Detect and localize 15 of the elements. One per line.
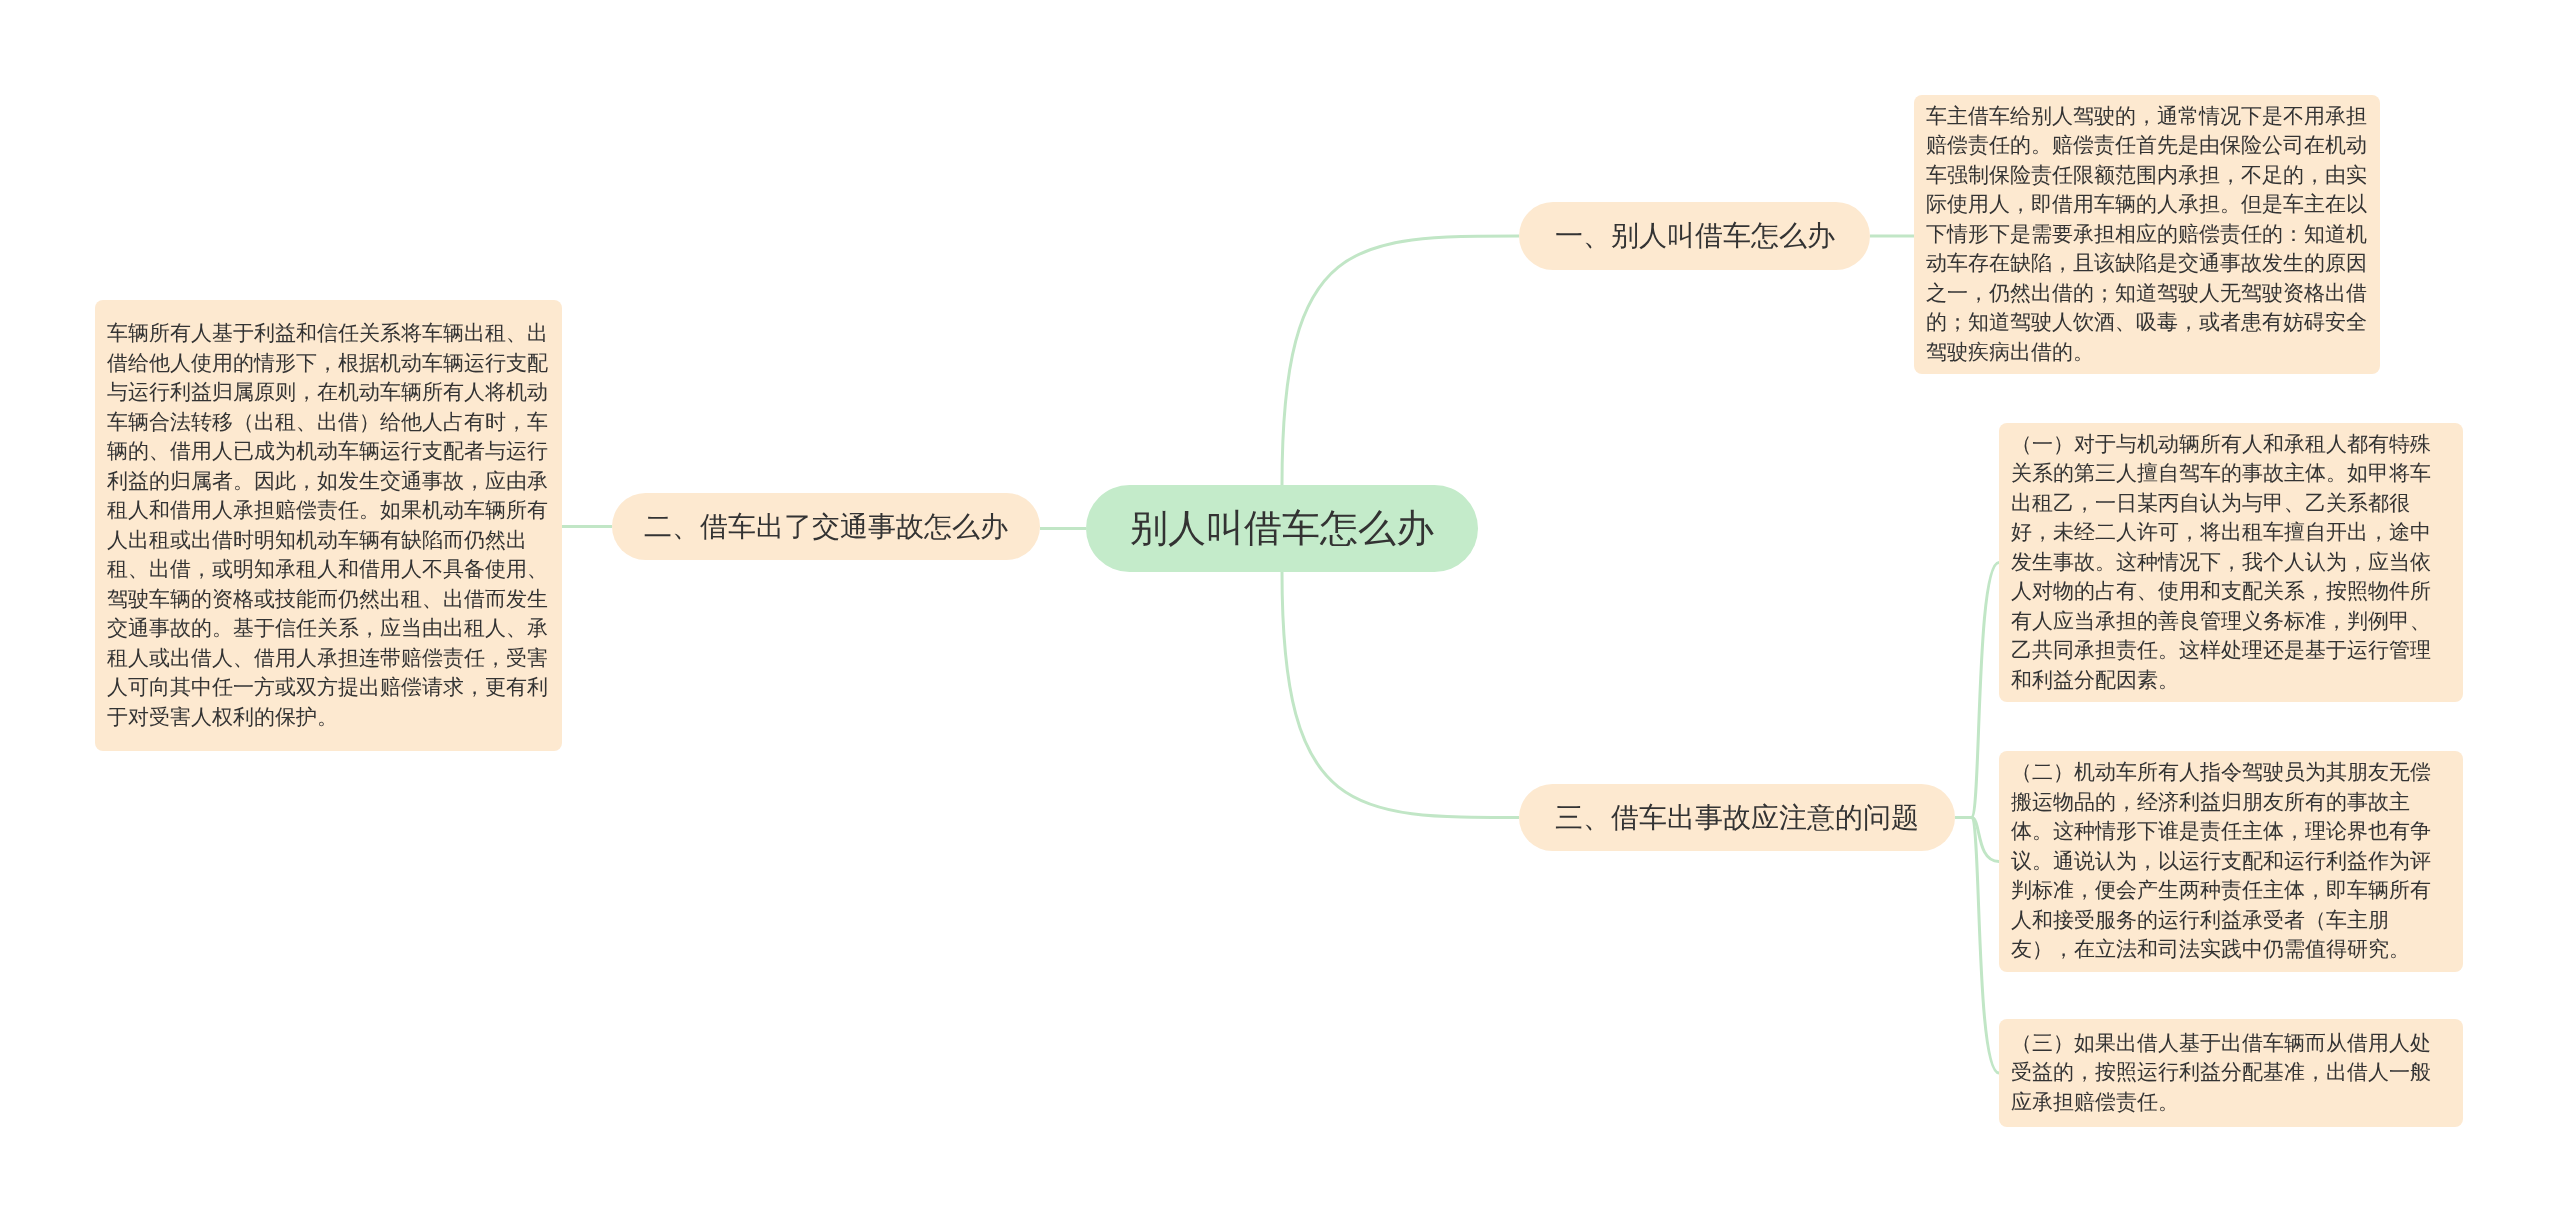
connector (562, 525, 612, 528)
note-box: 车主借车给别人驾驶的，通常情况下是不用承担赔偿责任的。赔偿责任首先是由保险公司在机动车强制保险责任限额范围内承担，不足的，由实际使用人，即借用车辆的人承担。但是车主在以下情形下是需要承担相应的赔偿责任的：知道机动车存在缺陷，且该缺陷是交通事故发生的原因之一，仍然出借的；知道驾驶人无驾驶资格出借的；知道驾驶人饮酒、吸毒，或者患有妨碍安全驾驶疾病出借的。 (1914, 95, 2380, 374)
connector (1955, 816, 2001, 1075)
note-box: （二）机动车所有人指令驾驶员为其朋友无偿搬运物品的，经济利益归朋友所有的事故主体。这种情形下谁是责任主体，理论界也有争议。通说认为，以运行支配和运行利益作为评判标准，便会产生两种责任主体，即车辆所有人和接受服务的运行利益承受者（车主朋友），在立法和司法实践中仍需值得研究。 (1999, 751, 2463, 972)
central-topic: 别人叫借车怎么办 (1086, 485, 1478, 572)
note-box: 车辆所有人基于利益和信任关系将车辆出租、出借给他人使用的情形下，根据机动车辆运行支配与运行利益归属原则，在机动车辆所有人将机动车辆合法转移（出租、出借）给他人占有时，车辆的、借用人已成为机动车辆运行支配者与运行利益的归属者。因此，如发生交通事故，应由承租人和借用人承担赔偿责任。如果机动车辆所有人出租或出借时明知机动车辆有缺陷而仍然出租、出借，或明知承租人和借用人不具备使用、驾驶车辆的资格或技能而仍然出租、出借而发生交通事故的。基于信任关系，应当由出租人、承租人或出借人、借用人承担连带赔偿责任，受害人可向其中任一方或双方提出赔偿请求，更有利于对受害人权利的保护。 (95, 300, 562, 751)
topic-box: 一、别人叫借车怎么办 (1519, 202, 1870, 270)
connector (1280, 234, 1519, 486)
topic-box: 二、借车出了交通事故怎么办 (612, 493, 1040, 560)
topic-box: 三、借车出事故应注意的问题 (1519, 784, 1955, 851)
note-box: （一）对于与机动辆所有人和承租人都有特殊关系的第三人擅自驾车的事故主体。如甲将车出租乙，一日某丙自认为与甲、乙关系都很好，未经二人许可，将出租车擅自开出，途中发生事故。这种情况下，我个人认为，应当依人对物的占有、使用和支配关系，按照物件所有人应当承担的善良管理义务标准，判例甲、乙共同承担责任。这样处理还是基于运行管理和利益分配因素。 (1999, 423, 2463, 702)
connector (1870, 234, 1914, 238)
note-box: （三）如果出借人基于出借车辆而从借用人处受益的，按照运行利益分配基准，出借人一般应承担赔偿责任。 (1999, 1019, 2463, 1127)
connector (1040, 527, 1086, 530)
connector (1280, 571, 1519, 819)
